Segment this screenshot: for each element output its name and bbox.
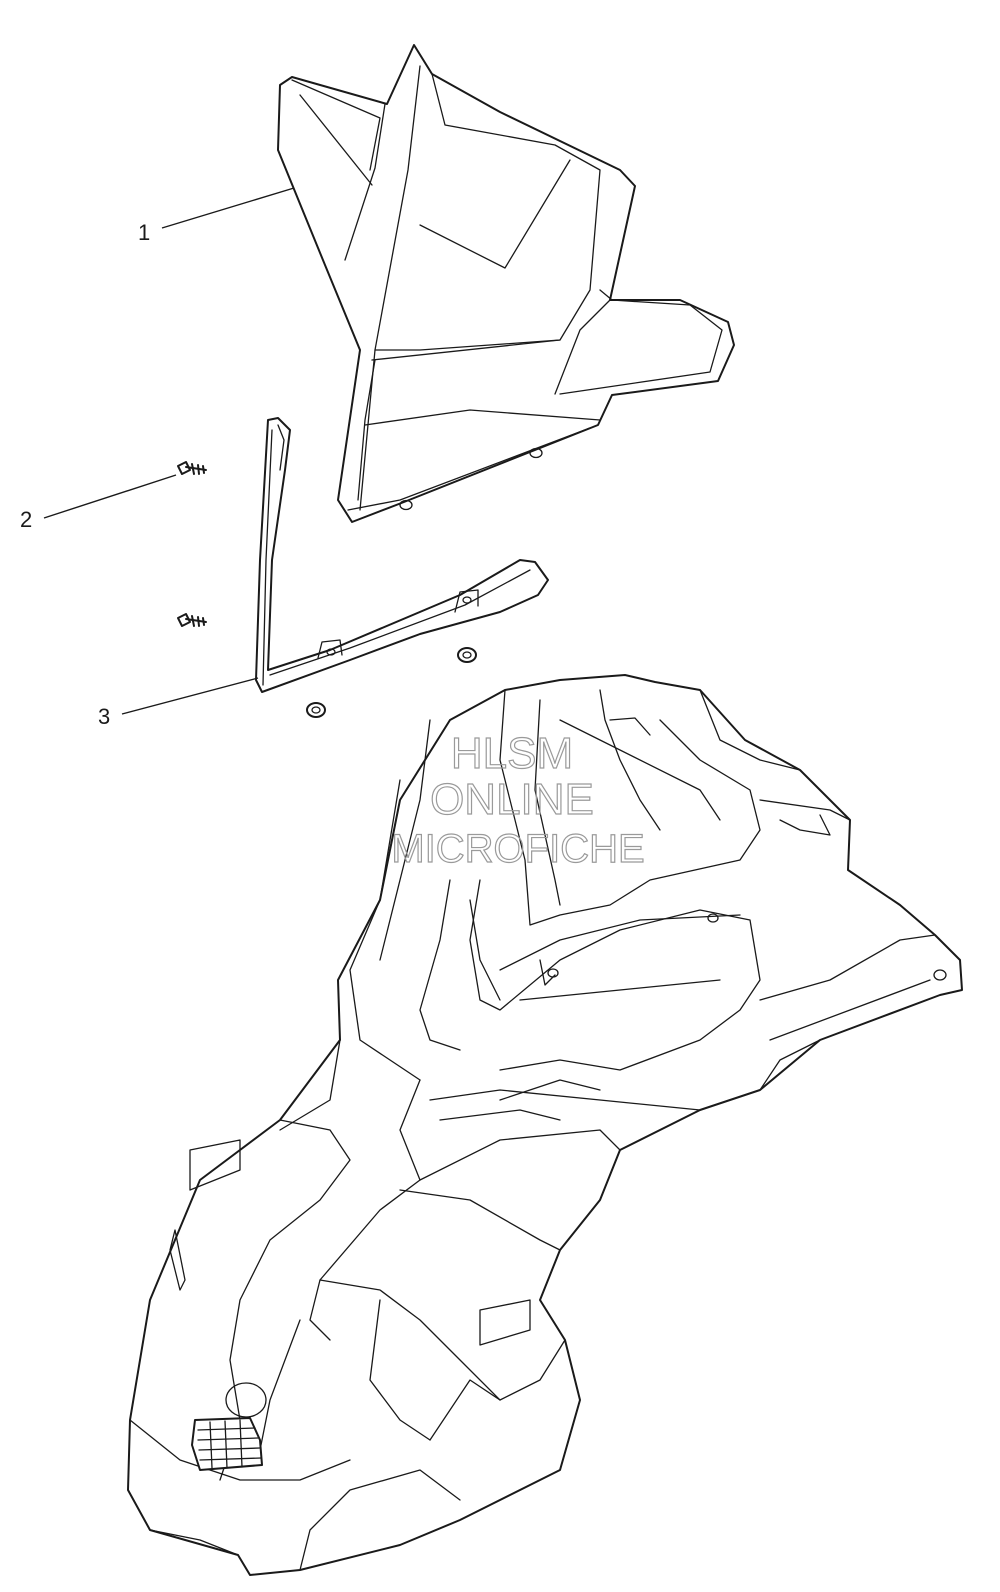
screw-lower-part-2[interactable] — [177, 613, 207, 627]
leader-line-3 — [121, 677, 259, 715]
watermark-line-3: MICROFICHE — [391, 827, 644, 871]
callout-1: 1 — [138, 220, 150, 245]
watermark-line-1: HLSM — [451, 729, 573, 778]
nut-right[interactable] — [457, 647, 477, 663]
screw-upper-part-2[interactable] — [177, 461, 207, 475]
callout-2: 2 — [20, 507, 32, 532]
windshield-part-1[interactable] — [277, 44, 735, 523]
trim-bracket-part-3[interactable] — [255, 417, 549, 693]
leader-line-2 — [43, 474, 177, 519]
watermark-line-2: ONLINE — [430, 775, 594, 824]
callout-3: 3 — [98, 704, 110, 729]
nut-left[interactable] — [306, 702, 326, 718]
leader-line-1 — [161, 187, 295, 229]
hood-body-panel — [127, 674, 963, 1576]
